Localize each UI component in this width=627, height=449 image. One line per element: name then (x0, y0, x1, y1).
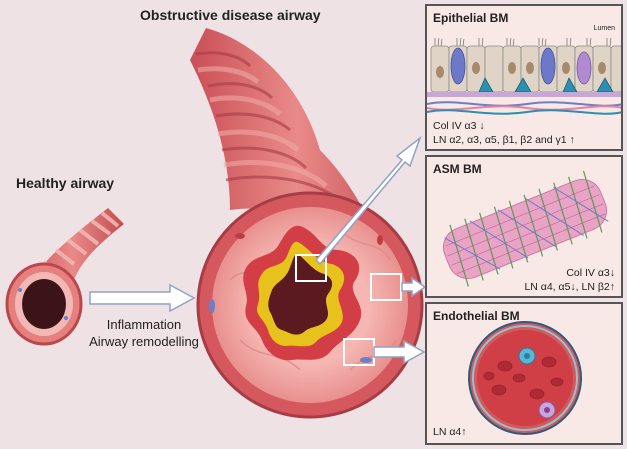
epithelium-illustration (427, 37, 621, 115)
smooth-muscle-illustration (443, 170, 609, 287)
vessel-illustration (468, 321, 582, 435)
asm-bm-panel: ASM BM Col IV α3↓ LN α4, α5↓, LN β2↑ (425, 155, 623, 298)
epithelial-highlight (295, 254, 327, 282)
asm-arrow (401, 276, 427, 298)
inflammation-text: Inflammation (106, 317, 182, 332)
asm-col-iv: Col IV α3↓ (566, 267, 615, 279)
epithelial-ln: LN α2, α3, α5, β1, β2 and γ1 ↑ (433, 134, 575, 146)
asm-ln: LN α4, α5↓, LN β2↑ (524, 281, 615, 293)
asm-bm-title: ASM BM (433, 162, 482, 176)
epithelial-arrow (314, 135, 422, 266)
inflammation-label: Inflammation Airway remodelling (84, 316, 204, 350)
remodelling-text: Airway remodelling (89, 334, 199, 349)
healthy-airway-title: Healthy airway (16, 175, 115, 191)
asm-highlight (370, 273, 402, 301)
epithelial-bm-title: Epithelial BM (433, 11, 509, 25)
endothelial-arrow (373, 339, 426, 365)
epithelial-col-iv: Col IV α3 ↓ (433, 120, 485, 132)
endothelial-ln: LN α4↑ (433, 426, 467, 438)
healthy-airway (5, 208, 124, 346)
obstructive-airway-title: Obstructive disease airway (140, 7, 321, 23)
lumen-label: Lumen (593, 25, 615, 32)
endothelial-bm-panel: Endothelial BM LN α4↑ (425, 302, 623, 445)
endothelial-bm-title: Endothelial BM (433, 309, 520, 323)
epithelial-bm-panel: Epithelial BM Lumen Col IV α3 ↓ LN α2, α… (425, 4, 623, 151)
obstructive-airway (190, 28, 424, 419)
progression-arrow (89, 283, 196, 313)
